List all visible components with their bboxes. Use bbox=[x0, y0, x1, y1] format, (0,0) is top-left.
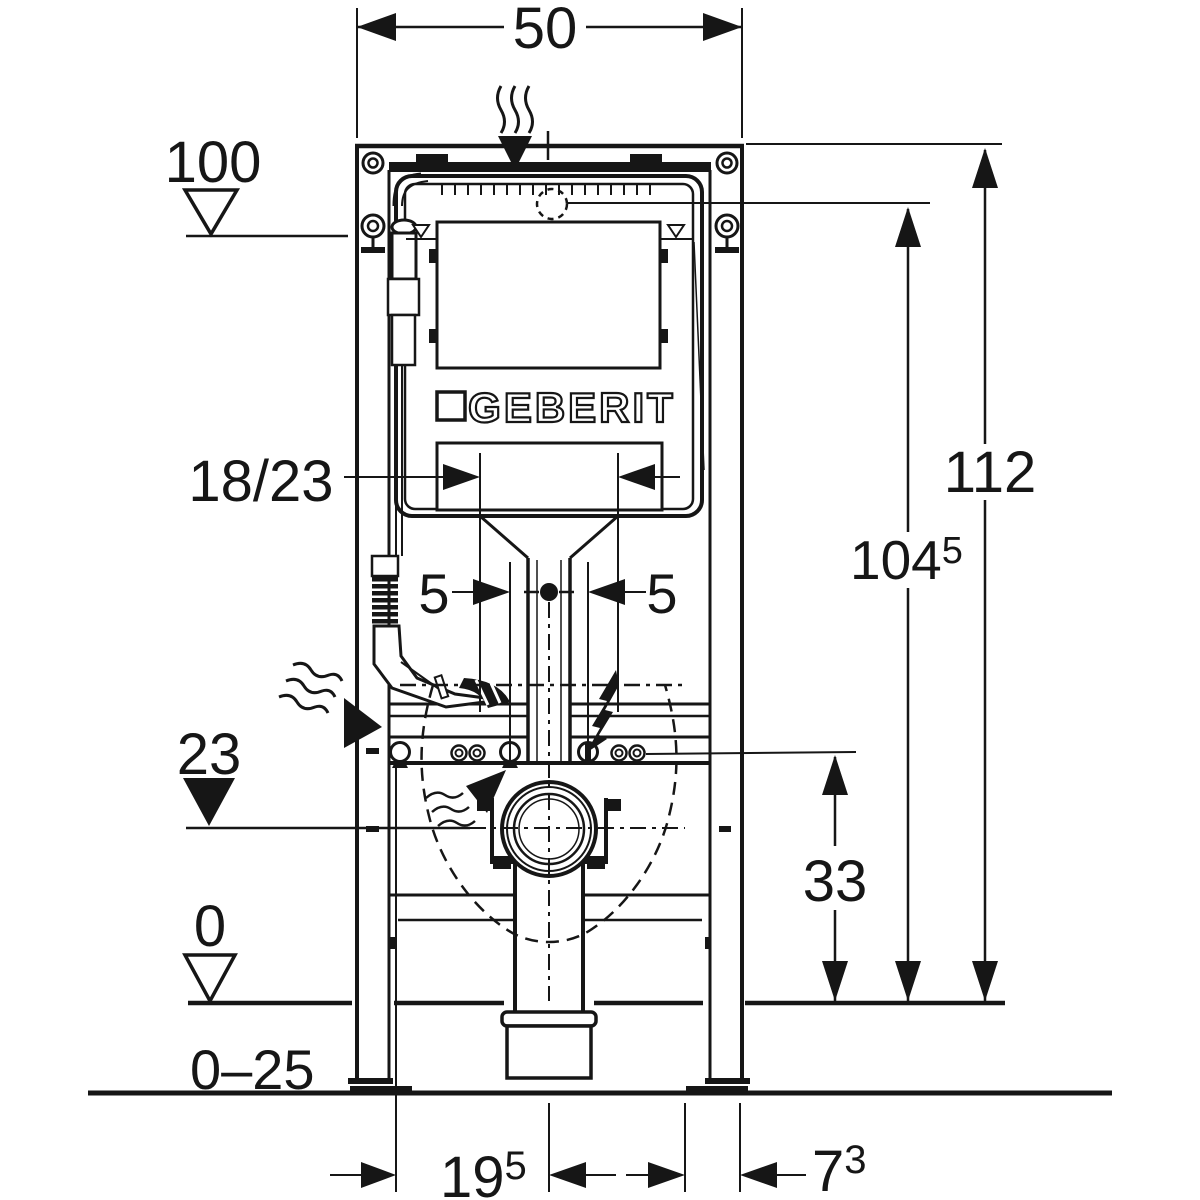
right-arrow-icon bbox=[473, 579, 510, 605]
lightning-bolt-icon bbox=[586, 670, 619, 753]
dim-dist-7-3: 73 bbox=[739, 1103, 867, 1200]
odor-arrow-left bbox=[278, 661, 382, 748]
odor-arrow-top bbox=[496, 85, 534, 170]
left-arrow-icon bbox=[618, 464, 655, 490]
level-23-label: 23 bbox=[177, 722, 242, 787]
foot-left bbox=[348, 1078, 412, 1094]
right-arrow-icon bbox=[703, 13, 742, 41]
odor-arrow-inner bbox=[425, 770, 506, 827]
level-marker-100: 100 bbox=[165, 130, 348, 238]
left-arrow-icon bbox=[588, 579, 625, 605]
level-100-label: 100 bbox=[165, 130, 262, 195]
logo-square-icon bbox=[435, 390, 467, 422]
dim-33-label: 33 bbox=[803, 849, 868, 914]
dim-7-3-label: 73 bbox=[812, 1138, 867, 1200]
up-arrow-icon bbox=[822, 755, 848, 795]
dim-dist-19-5: 195 bbox=[330, 768, 686, 1200]
dim-104-5-label: 1045 bbox=[850, 529, 963, 591]
foot-right bbox=[686, 1078, 750, 1094]
floor-lines bbox=[88, 1000, 1112, 1096]
tundish-body bbox=[372, 624, 501, 709]
fill-valve bbox=[386, 172, 429, 556]
right-arrow-icon bbox=[443, 464, 480, 490]
center-point-dot bbox=[540, 583, 558, 601]
water-level-mark-left bbox=[406, 224, 437, 240]
service-opening bbox=[435, 220, 662, 370]
dim-112-label: 112 bbox=[944, 440, 1036, 505]
dim-19-5-label: 195 bbox=[440, 1144, 527, 1200]
filled-triangle-icon bbox=[183, 778, 235, 826]
level-marker-23: 23 bbox=[177, 722, 685, 830]
down-arrow-icon bbox=[498, 136, 532, 170]
left-arrow-icon bbox=[740, 1162, 777, 1188]
corrugated-hose bbox=[372, 577, 398, 624]
cistern-top-ticks bbox=[441, 185, 651, 195]
dim-width-50: 50 bbox=[356, 0, 743, 138]
feet-range-label: 0–25 bbox=[190, 1038, 315, 1101]
level-0-label: 0 bbox=[194, 894, 226, 959]
dim-height-104-5: 1045 bbox=[567, 202, 963, 1001]
up-right-arrow-icon bbox=[466, 770, 506, 813]
up-arrow-icon bbox=[972, 148, 998, 188]
left-arrow-icon bbox=[357, 13, 396, 41]
dim-5-left-label: 5 bbox=[418, 562, 449, 625]
pipe-cap bbox=[500, 1010, 598, 1080]
wall-anchor-left bbox=[360, 213, 386, 253]
down-arrow-icon bbox=[822, 961, 848, 1001]
down-arrow-icon bbox=[895, 961, 921, 1001]
open-triangle-icon bbox=[182, 953, 238, 1005]
dim-18-23-label: 18/23 bbox=[188, 449, 333, 514]
dip-tube bbox=[693, 241, 705, 471]
right-arrow-icon bbox=[361, 1162, 396, 1188]
dim-height-112: 112 bbox=[746, 143, 1036, 1001]
logo-text: GEBERIT bbox=[468, 384, 676, 431]
left-arrow-icon bbox=[549, 1162, 586, 1188]
supply-assembly bbox=[370, 554, 510, 709]
right-arrow-icon bbox=[344, 698, 382, 748]
corner-hole-left bbox=[361, 151, 385, 175]
right-arrow-icon bbox=[648, 1162, 685, 1188]
dim-offset-5: 5 5 bbox=[418, 562, 678, 760]
dim-5-right-label: 5 bbox=[646, 562, 677, 625]
cistern: GEBERIT bbox=[386, 172, 705, 762]
toilet-pan-outline bbox=[400, 683, 683, 944]
holes-leader-line bbox=[645, 751, 857, 755]
up-arrow-icon bbox=[895, 207, 921, 247]
open-triangle-icon bbox=[181, 188, 241, 238]
corner-hole-right bbox=[715, 151, 739, 175]
water-level-mark-right bbox=[661, 224, 692, 240]
dim-height-33: 33 bbox=[803, 755, 868, 1001]
down-arrow-icon bbox=[972, 961, 998, 1001]
dim-50-label: 50 bbox=[513, 0, 578, 61]
wall-anchor-right bbox=[714, 213, 740, 253]
geberit-logo: GEBERIT bbox=[435, 383, 676, 432]
level-marker-0: 0 bbox=[182, 894, 238, 1005]
